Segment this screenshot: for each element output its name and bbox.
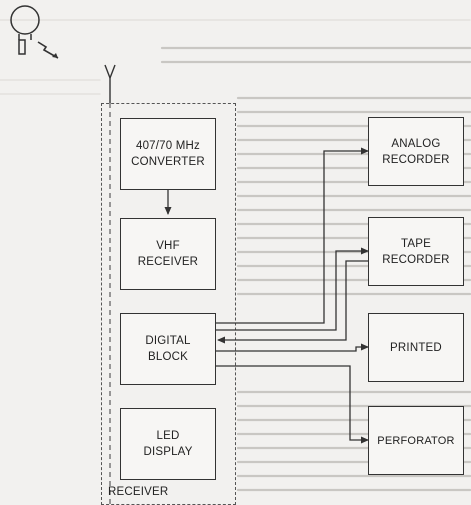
tape-recorder-label: TAPE RECORDER [382, 237, 450, 266]
analog-recorder-block: ANALOG RECORDER [368, 117, 464, 186]
perforator-label: PERFORATOR [377, 434, 455, 447]
perforator-block: PERFORATOR [368, 406, 464, 475]
digital-block: DIGITAL BLOCK [120, 313, 216, 385]
analog-recorder-label: ANALOG RECORDER [382, 137, 450, 166]
receiver-caption: RECEIVER [108, 486, 169, 498]
tape-recorder-block: TAPE RECORDER [368, 217, 464, 286]
vhf-receiver-block: VHF RECEIVER [120, 218, 216, 290]
led-display-block: LED DISPLAY [120, 408, 216, 480]
led-display-label: LED DISPLAY [143, 430, 193, 458]
converter-block: 407/70 MHz CONVERTER [120, 118, 216, 190]
printed-label: PRINTED [390, 341, 442, 354]
printed-block: PRINTED [368, 313, 464, 382]
vhf-receiver-label: VHF RECEIVER [137, 240, 199, 268]
digital-block-label: DIGITAL BLOCK [145, 335, 191, 363]
converter-label: 407/70 MHz CONVERTER [131, 140, 205, 168]
